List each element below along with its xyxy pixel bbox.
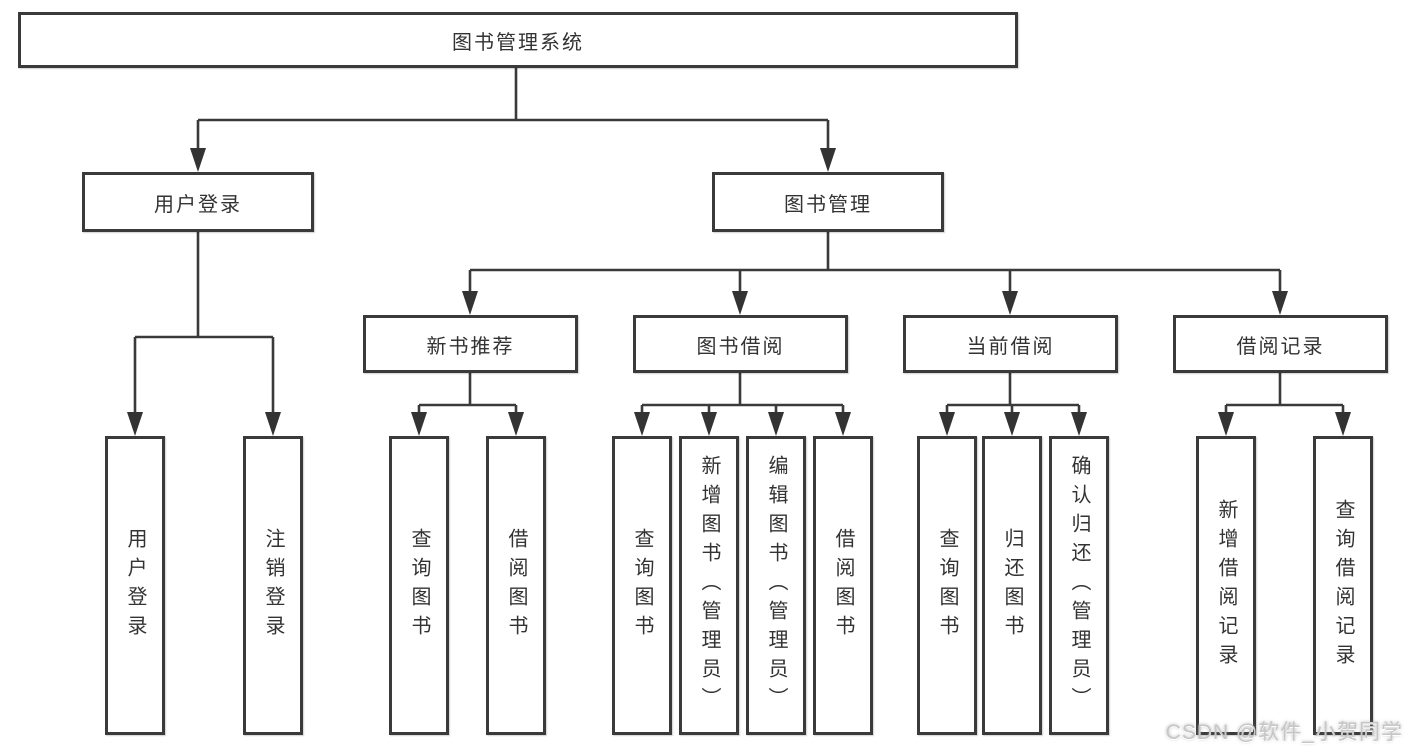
node-library-management-system: 图书管理系统 [18,12,1018,68]
node-leaf-cb-query-books: 查询图书 [917,436,977,735]
node-current-borrowing: 当前借阅 [903,315,1118,373]
node-leaf-cb-confirm-return-admin: 确认归还（管理员） [1049,436,1109,735]
node-leaf-bb-edit-books-admin: 编辑图书（管理员） [746,436,806,735]
node-leaf-br-add-record: 新增借阅记录 [1196,436,1256,735]
node-leaf-logout: 注销登录 [243,436,303,735]
node-leaf-bb-borrow-books: 借阅图书 [813,436,873,735]
node-borrowing-records: 借阅记录 [1173,315,1388,373]
node-user-login: 用户登录 [82,172,314,232]
node-leaf-rec-query-books: 查询图书 [389,436,449,735]
node-leaf-rec-borrow-books: 借阅图书 [486,436,546,735]
node-leaf-cb-return-books: 归还图书 [982,436,1042,735]
node-book-management: 图书管理 [712,172,944,232]
node-book-borrowing: 图书借阅 [633,315,848,373]
node-leaf-bb-add-books-admin: 新增图书（管理员） [679,436,739,735]
node-leaf-user-login: 用户登录 [105,436,165,735]
node-leaf-bb-query-books: 查询图书 [612,436,672,735]
node-new-book-recommendation: 新书推荐 [363,315,578,373]
node-leaf-br-query-record: 查询借阅记录 [1313,436,1373,735]
watermark: CSDN @软件_小贺同学 [1165,721,1403,744]
